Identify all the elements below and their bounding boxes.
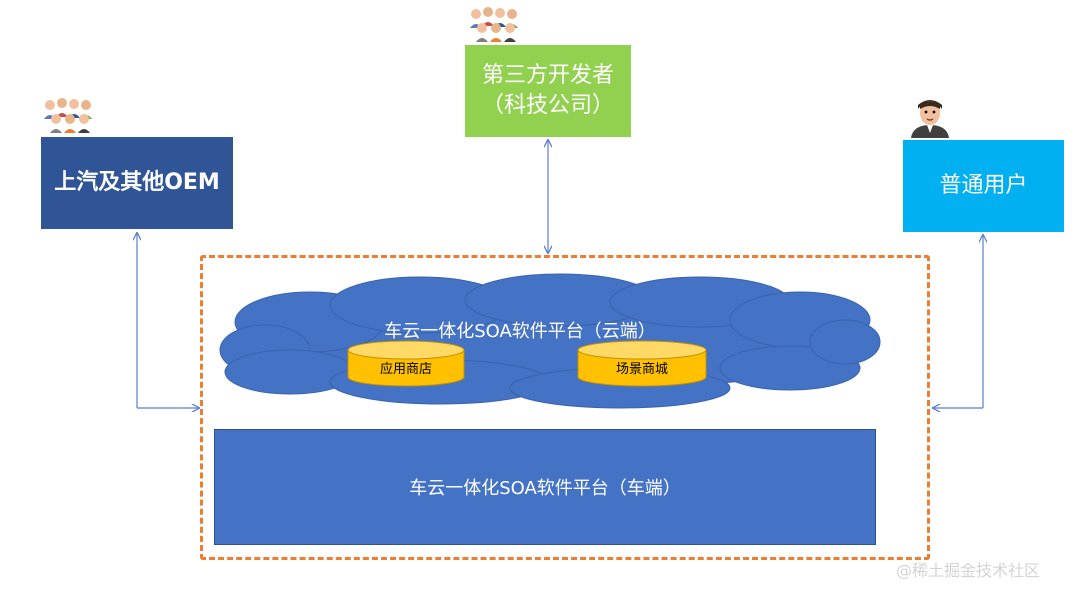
car-platform-panel: 车云一体化SOA软件平台（车端） xyxy=(214,429,876,545)
developer-box: 第三方开发者 （科技公司） xyxy=(465,45,631,137)
app-store-label: 应用商店 xyxy=(379,362,432,377)
people-group-icon xyxy=(40,93,100,133)
oem-box: 上汽及其他OEM xyxy=(41,137,233,229)
db-app-store xyxy=(347,340,465,387)
developer-label-line2: （科技公司） xyxy=(481,93,614,118)
platform-boundary xyxy=(200,255,930,560)
user-label: 普通用户 xyxy=(939,173,1028,198)
developer-label-line1: 第三方开发者 xyxy=(481,63,614,88)
car-platform-label: 车云一体化SOA软件平台（车端） xyxy=(409,478,681,499)
scene-mall-label: 场景商城 xyxy=(615,362,668,377)
cloud-platform-label: 车云一体化SOA软件平台（云端） xyxy=(384,321,656,342)
people-group-icon xyxy=(466,2,526,42)
oem-label: 上汽及其他OEM xyxy=(54,170,220,195)
connector-oem xyxy=(137,233,199,408)
db-scene-mall xyxy=(577,340,707,387)
connector-user xyxy=(933,235,983,408)
watermark: @稀土掘金技术社区 xyxy=(896,561,1041,580)
user-box: 普通用户 xyxy=(903,140,1064,232)
person-icon xyxy=(905,95,955,138)
